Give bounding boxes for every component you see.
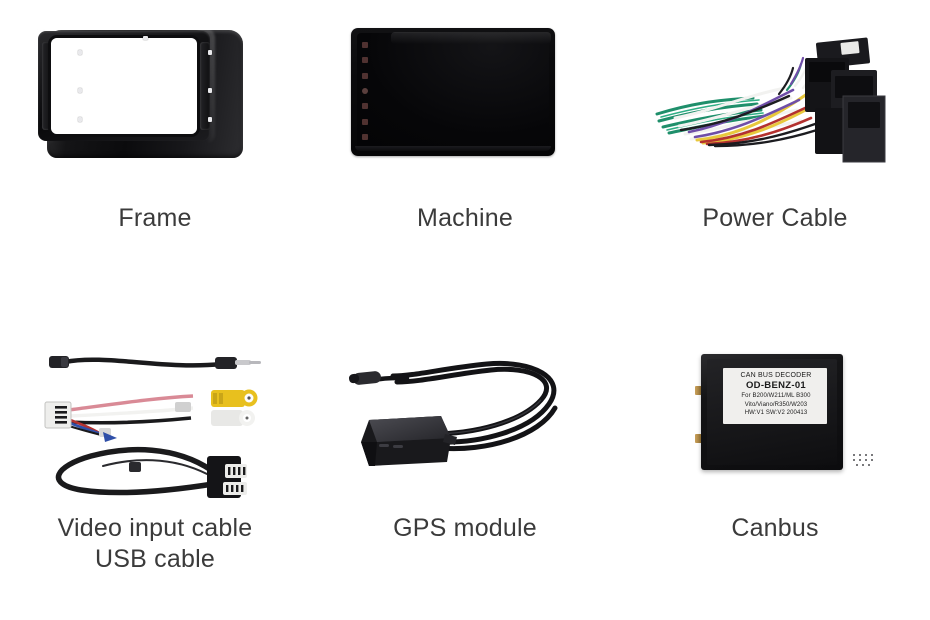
- gps-connector-plug: [349, 371, 381, 385]
- canbus-label-line3: For B200/W211/ML B300: [741, 393, 811, 399]
- product-cell-power-cable[interactable]: Power Cable: [620, 0, 930, 310]
- machine-button-icon: [362, 133, 368, 140]
- power-cable-connectors: [805, 37, 886, 163]
- canbus-label-line2: OD-BENZ-01: [745, 380, 806, 391]
- canbus-label-line5: HW:V1 SW:V2 200413: [744, 410, 808, 416]
- frame-screen-cutout: [51, 38, 197, 134]
- frame-screw-hole: [208, 50, 212, 55]
- canbus-image: CAN BUS DECODER OD-BENZ-01 For B200/W211…: [645, 338, 905, 503]
- machine-button-icon: [362, 118, 368, 125]
- usb-cable: [55, 446, 247, 498]
- product-cell-canbus[interactable]: CAN BUS DECODER OD-BENZ-01 For B200/W211…: [620, 310, 930, 620]
- machine-button-icon: [362, 103, 368, 110]
- product-caption-video-usb-cable: Video input cable USB cable: [57, 514, 253, 573]
- video-usb-cable-image: [25, 338, 285, 503]
- canbus-product-label: CAN BUS DECODER OD-BENZ-01 For B200/W211…: [723, 368, 827, 424]
- video-rca-harness: [44, 389, 258, 442]
- frame-mount-rail-right: [200, 42, 210, 130]
- frame-screw-hole: [208, 117, 212, 122]
- frame-screw-hole: [143, 36, 148, 40]
- product-caption-power-cable: Power Cable: [702, 204, 848, 232]
- canbus-label-line1: CAN BUS DECODER: [740, 372, 812, 379]
- product-caption-canbus: Canbus: [731, 514, 819, 542]
- product-cell-gps-module[interactable]: GPS module: [310, 310, 620, 620]
- product-caption-machine: Machine: [417, 204, 513, 232]
- power-cable-illustration: [655, 37, 886, 163]
- canbus-mount-tab: [695, 386, 703, 395]
- frame-screw-hole: [78, 88, 82, 93]
- canbus-label-line4: Vito/Viano/R350/W203: [744, 401, 808, 408]
- machine-screen-sheen: [391, 32, 551, 44]
- gps-antenna-puck: [361, 416, 457, 466]
- frame-image: [25, 22, 285, 187]
- frame-screw-hole: [78, 50, 82, 55]
- power-cable-image: [645, 22, 905, 187]
- product-caption-frame: Frame: [118, 204, 192, 232]
- product-cell-machine[interactable]: Machine: [310, 0, 620, 310]
- frame-screw-hole: [78, 117, 82, 122]
- machine-button-icon: [362, 42, 368, 48]
- machine-bottom-edge: [355, 146, 551, 151]
- rca-audio-plug: [211, 410, 243, 426]
- frame-mount-rail-left: [42, 42, 52, 130]
- product-cell-frame[interactable]: Frame: [0, 0, 310, 310]
- machine-button-icon: [362, 72, 368, 79]
- antenna-extension-cable: [49, 356, 261, 369]
- product-caption-gps-module: GPS module: [393, 514, 537, 542]
- frame-screw-hole: [208, 88, 212, 93]
- video-usb-cable-illustration: [44, 356, 261, 498]
- machine-power-icon: [362, 87, 368, 94]
- canbus-mount-tab: [695, 434, 703, 443]
- machine-display: [357, 33, 549, 149]
- machine-button-icon: [362, 57, 368, 64]
- machine-image: [335, 22, 595, 187]
- gps-module-illustration: [349, 360, 558, 466]
- product-cell-video-usb-cable[interactable]: Video input cable USB cable: [0, 310, 310, 620]
- canbus-vent-dots: [851, 452, 881, 470]
- gps-module-image: [335, 338, 595, 503]
- canbus-enclosure: CAN BUS DECODER OD-BENZ-01 For B200/W211…: [701, 354, 873, 470]
- machine-side-buttons: [360, 42, 370, 140]
- machine-chassis: [351, 28, 555, 156]
